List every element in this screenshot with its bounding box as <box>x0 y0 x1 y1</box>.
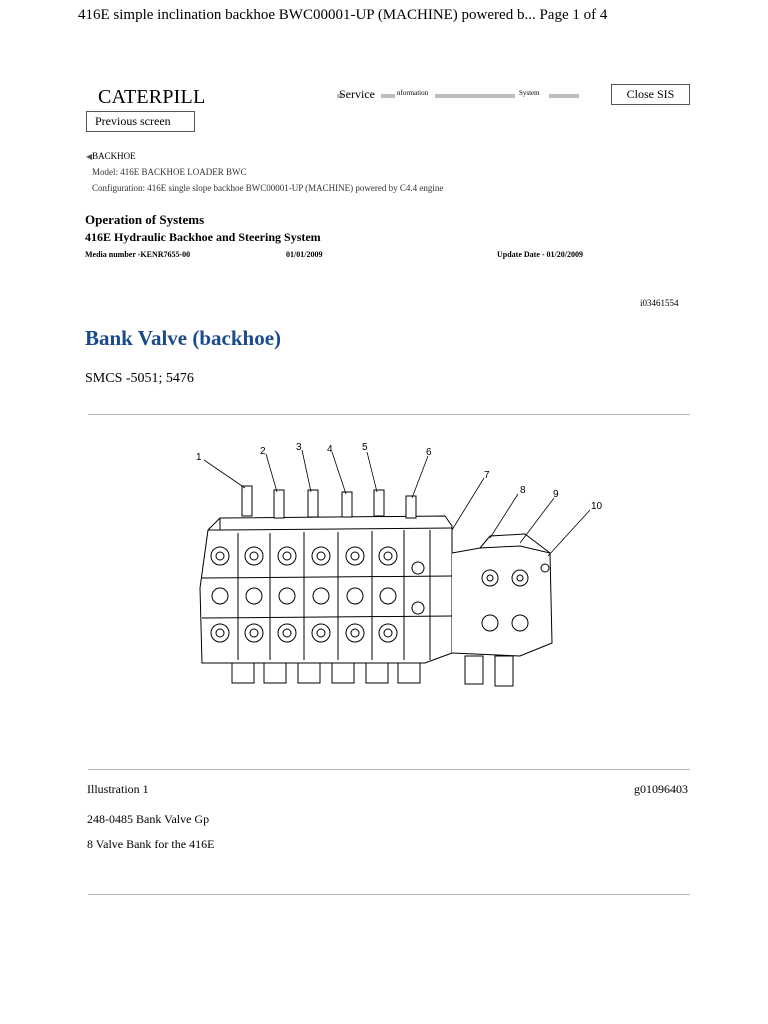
callout-9: 9 <box>553 489 559 500</box>
model-line: Model: 416E BACKHOE LOADER BWC <box>92 167 247 177</box>
publication-date: 01/01/2009 <box>286 250 323 259</box>
bank-valve-illustration: 1 2 3 4 5 6 7 8 9 10 <box>196 442 603 687</box>
divider-top <box>88 414 690 415</box>
breadcrumb-label: BACKHOE <box>92 151 136 161</box>
page-title: Bank Valve (backhoe) <box>85 326 282 350</box>
sis-brand-system: System <box>519 89 540 97</box>
divider-figure <box>88 769 690 770</box>
callout-labels: 1 2 3 4 5 6 7 8 9 10 <box>196 442 603 512</box>
callout-2: 2 <box>260 446 266 457</box>
previous-screen-button[interactable]: Previous screen <box>86 111 195 132</box>
close-sis-button[interactable]: Close SIS <box>611 84 690 105</box>
callout-1: 1 <box>196 452 202 463</box>
valve-body <box>199 485 553 687</box>
back-arrow-icon: ◀ <box>86 152 93 161</box>
callout-3: 3 <box>296 442 302 453</box>
divider-bottom <box>88 894 690 895</box>
callout-leaders <box>203 449 591 557</box>
breadcrumb[interactable]: ◀BACKHOE <box>86 151 136 161</box>
smcs-codes: SMCS -5051; 5476 <box>85 371 194 386</box>
caterpillar-logo: CATERPILL <box>98 86 206 108</box>
callout-6: 6 <box>426 447 432 458</box>
callout-7: 7 <box>484 470 490 481</box>
media-number: Media number -KENR7655-00 <box>85 250 191 259</box>
document-id: i03461554 <box>640 298 679 308</box>
caption-description: 8 Valve Bank for the 416E <box>87 837 215 851</box>
sis-brand-information: nformation <box>397 89 429 97</box>
configuration-line: Configuration: 416E single slope backhoe… <box>92 183 444 193</box>
illustration-label: Illustration 1 <box>87 782 149 796</box>
section-title: Operation of Systems <box>85 212 205 227</box>
update-date: Update Date - 01/20/2009 <box>497 250 583 259</box>
caption-part-number: 248-0485 Bank Valve Gp <box>87 812 210 826</box>
sis-brand-service: Service <box>339 87 375 101</box>
section-subtitle: 416E Hydraulic Backhoe and Steering Syst… <box>85 230 321 244</box>
callout-5: 5 <box>362 442 368 453</box>
callout-8: 8 <box>520 485 526 496</box>
callout-4: 4 <box>327 444 333 455</box>
print-header: 416E simple inclination backhoe BWC00001… <box>78 7 608 23</box>
illustration-id: g01096403 <box>634 782 688 796</box>
callout-10: 10 <box>591 501 603 512</box>
sis-brand-logo: Service nformation System <box>337 84 587 104</box>
